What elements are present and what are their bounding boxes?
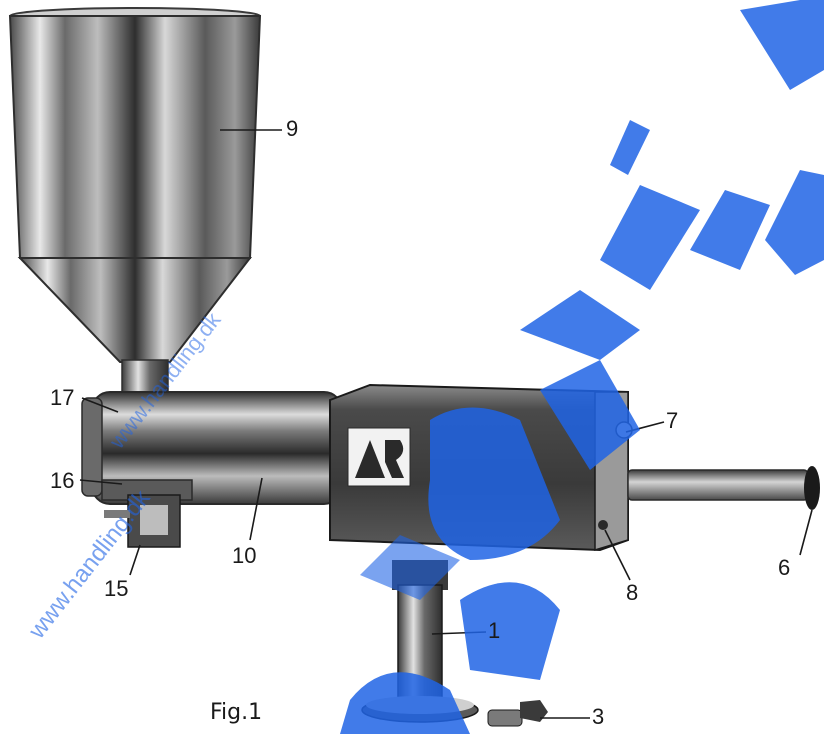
callout-inlet: 17 bbox=[50, 385, 75, 410]
cylinder bbox=[81, 391, 343, 505]
rod bbox=[627, 466, 820, 510]
figure-caption: Fig.1 bbox=[210, 700, 263, 725]
callout-nozzle: 6 bbox=[778, 555, 791, 580]
callout-hopper: 9 bbox=[286, 116, 299, 141]
callout-thumb-screw: 3 bbox=[592, 704, 605, 729]
callout-screw: 8 bbox=[626, 580, 639, 605]
callout-cylinder: 10 bbox=[232, 543, 257, 568]
callout-valve: 16 bbox=[50, 468, 75, 493]
clamp-assembly bbox=[101, 479, 193, 548]
thumb-screw bbox=[487, 700, 548, 727]
callout-pedestal: 1 bbox=[488, 618, 501, 643]
hopper bbox=[8, 7, 262, 395]
watermark-text: www.handling.dk bbox=[23, 484, 156, 644]
callout-clamp: 15 bbox=[104, 576, 129, 601]
watermark-logo bbox=[340, 0, 824, 734]
callout-adjust-knob: 7 bbox=[666, 408, 679, 433]
